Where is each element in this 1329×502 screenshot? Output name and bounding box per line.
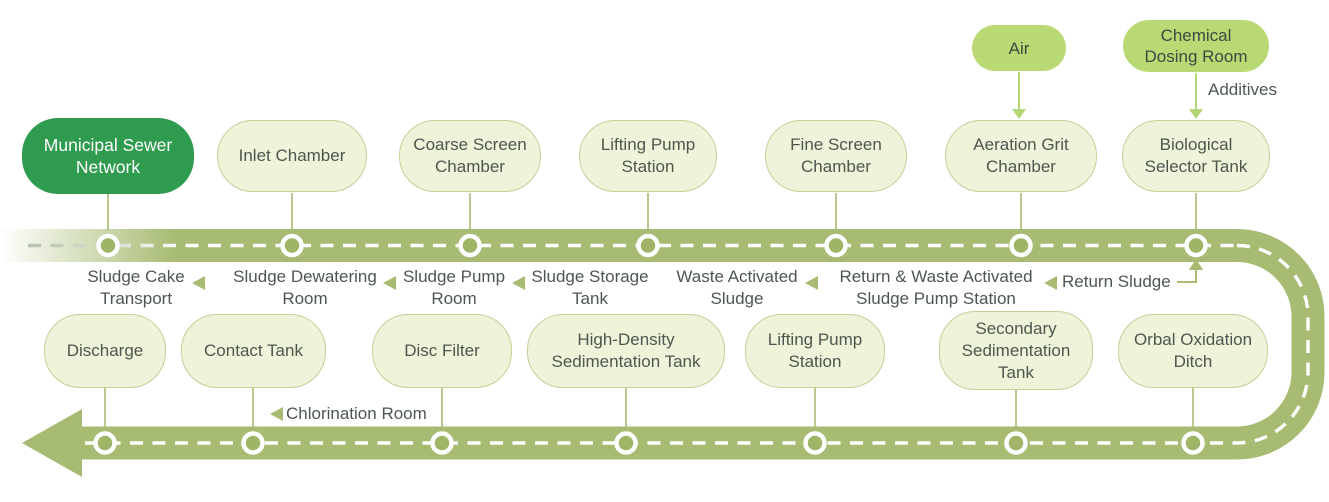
- node-orbal-oxidation-ditch: Orbal Oxidation Ditch: [1118, 314, 1268, 388]
- node-aeration-grit-chamber: Aeration Grit Chamber: [945, 120, 1097, 192]
- node-label: Lifting Pump Station: [600, 135, 696, 176]
- node-label: Biological Selector Tank: [1144, 135, 1248, 176]
- left-arrow-icon: [512, 276, 525, 290]
- left-arrow-icon: [1044, 276, 1057, 290]
- chlorination-room-annotation: Chlorination Room: [270, 403, 427, 425]
- node-label: Contact Tank: [204, 341, 303, 360]
- node-municipal-sewer-network: Municipal Sewer Network: [22, 118, 194, 194]
- flow-label-sludge-storage-tank: Sludge Storage Tank: [531, 267, 649, 308]
- node-label: Municipal Sewer Network: [43, 135, 173, 177]
- bottom-connector-lines: [104, 388, 1194, 428]
- node-label: Inlet Chamber: [238, 146, 346, 165]
- return-sludge-up-arrow: [1177, 259, 1203, 283]
- flow-arrowhead: [22, 409, 82, 477]
- node-lifting-pump-station-2: Lifting Pump Station: [745, 314, 885, 388]
- node-biological-selector-tank: Biological Selector Tank: [1122, 120, 1270, 192]
- node-high-density-sedimentation-tank: High-Density Sedimentation Tank: [527, 314, 725, 388]
- bubble-air: Air: [972, 25, 1066, 71]
- flow-label-return-waste-activated-sludge-pump-station: Return & Waste Activated Sludge Pump Sta…: [839, 267, 1033, 308]
- node-label: Lifting Pump Station: [767, 330, 863, 371]
- left-arrow-icon: [270, 407, 283, 421]
- air-down-arrow: [1012, 72, 1026, 119]
- bubble-label: Air: [1008, 38, 1030, 58]
- node-discharge: Discharge: [44, 314, 166, 388]
- connector-circles: [93, 233, 1208, 455]
- left-arrow-icon: [805, 276, 818, 290]
- flow-dashed-line-return: [76, 243, 1310, 445]
- node-label: Discharge: [66, 341, 144, 360]
- node-lifting-pump-station-1: Lifting Pump Station: [579, 120, 717, 192]
- additives-label: Additives: [1208, 80, 1277, 99]
- node-inlet-chamber: Inlet Chamber: [217, 120, 367, 192]
- node-coarse-screen-chamber: Coarse Screen Chamber: [399, 120, 541, 192]
- chlorination-label: Chlorination Room: [286, 404, 427, 423]
- left-arrow-icon: [192, 276, 205, 290]
- node-label: Coarse Screen Chamber: [413, 135, 527, 176]
- node-disc-filter: Disc Filter: [372, 314, 512, 388]
- node-label: High-Density Sedimentation Tank: [551, 330, 701, 371]
- node-secondary-sedimentation-tank: Secondary Sedimentation Tank: [939, 311, 1093, 390]
- top-connector-lines: [107, 193, 1197, 230]
- node-fine-screen-chamber: Fine Screen Chamber: [765, 120, 907, 192]
- flow-label-sludge-pump-room: Sludge Pump Room: [402, 267, 506, 308]
- flow-label-waste-activated-sludge: Waste Activated Sludge: [676, 267, 798, 308]
- node-label: Disc Filter: [404, 341, 480, 360]
- bubble-chemical-dosing-room: Chemical Dosing Room: [1123, 20, 1269, 72]
- node-contact-tank: Contact Tank: [181, 314, 326, 388]
- flow-label-sludge-cake-transport: Sludge Cake Transport: [87, 267, 185, 308]
- node-label: Aeration Grit Chamber: [973, 135, 1069, 176]
- additives-down-arrow: [1189, 73, 1203, 119]
- bubble-label: Chemical Dosing Room: [1144, 26, 1248, 66]
- node-label: Secondary Sedimentation Tank: [961, 318, 1071, 382]
- left-arrow-icon: [383, 276, 396, 290]
- flow-label-return-sludge: Return Sludge: [1062, 272, 1171, 291]
- node-label: Orbal Oxidation Ditch: [1133, 330, 1253, 371]
- node-label: Fine Screen Chamber: [790, 135, 882, 176]
- flow-label-sludge-dewatering-room: Sludge Dewatering Room: [233, 267, 377, 308]
